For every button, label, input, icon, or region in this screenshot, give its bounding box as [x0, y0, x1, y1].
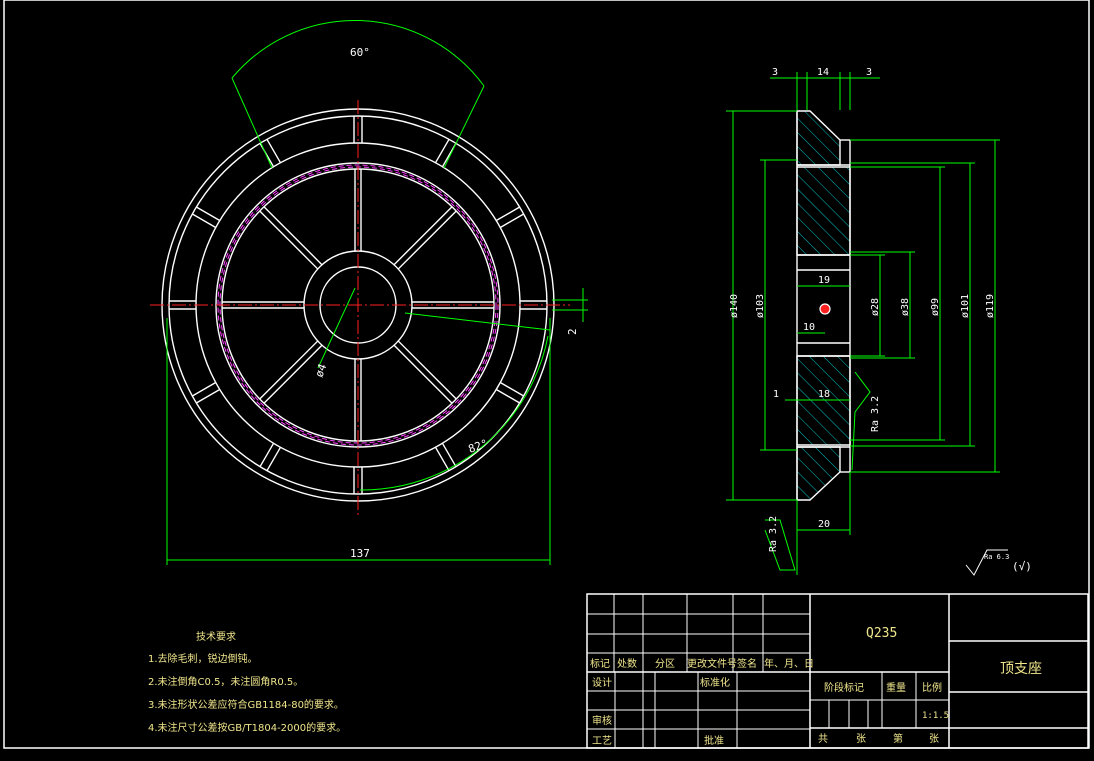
- stage-mark-label: 阶段标记: [824, 681, 864, 694]
- process-label: 工艺: [592, 735, 612, 747]
- spoke-edge: [263, 344, 323, 404]
- dim-3-left: 3: [772, 67, 778, 78]
- tech-req-item-2: 2.未注倒角C0.5，未注圆角R0.5。: [148, 677, 304, 688]
- section-dimensions: [726, 72, 1000, 575]
- roughness-symbol: [965, 549, 1008, 576]
- weight-label: 重量: [886, 681, 906, 694]
- rim-slot-edge: [495, 206, 521, 222]
- rev-h-sign: 签名: [737, 657, 757, 670]
- design-label: 设计: [592, 676, 612, 689]
- dim-20: 20: [818, 519, 830, 530]
- tech-req-item-1: 1.去除毛刺，锐边倒钝。: [148, 654, 258, 665]
- approve-label: 批准: [704, 734, 724, 747]
- tech-requirements: 技术要求 1.去除毛刺，锐边倒钝。 2.未注倒角C0.5，未注圆角R0.5。 3…: [148, 628, 346, 742]
- tech-req-item-3: 3.未注形状公差应符合GB1184-80的要求。: [148, 700, 344, 711]
- rim-slot-edge: [499, 213, 525, 229]
- dia-38: ø38: [900, 298, 911, 316]
- title-block-grid: [586, 593, 1089, 749]
- width-137-label: 137: [350, 547, 370, 560]
- ra-right-label: Ra 3.2: [870, 396, 881, 432]
- spoke-edge: [259, 340, 319, 400]
- rim-slot-edge: [434, 446, 450, 472]
- rim-slot-edge: [266, 138, 282, 164]
- scale-value: 1:1.5: [922, 711, 949, 721]
- rim-slot-edge: [499, 381, 525, 397]
- dia-99: ø99: [930, 298, 941, 316]
- rim-slot-edge: [195, 206, 221, 222]
- roughness-value: Ra 6.3: [984, 553, 1009, 561]
- spoke-edge: [393, 344, 453, 404]
- rev-h-zone: 分区: [655, 658, 675, 670]
- dia-28: ø28: [870, 298, 881, 316]
- review-label: 审核: [592, 714, 612, 727]
- sheet-border: [3, 0, 1090, 749]
- rev-h-date: 年、月、日: [764, 657, 814, 670]
- dim-14: 14: [817, 67, 829, 78]
- sheet-total-unit: 张: [856, 733, 866, 745]
- angle-82-label: 82°: [467, 437, 490, 456]
- rev-h-count: 处数: [617, 657, 637, 670]
- rim-slot-edge: [441, 442, 457, 468]
- part-name: 顶支座: [1000, 661, 1042, 677]
- rim-slot-edge: [191, 213, 217, 229]
- centerlines: [150, 100, 570, 515]
- front-dimensions: [166, 20, 588, 565]
- material-label: Q235: [866, 626, 897, 641]
- angle-60-label: 60°: [350, 46, 370, 59]
- tech-requirements-title: 技术要求: [196, 632, 236, 643]
- standardize-label: 标准化: [700, 676, 730, 689]
- sheet-total: 共: [818, 733, 828, 745]
- dim-18: 18: [818, 389, 830, 400]
- dia-140: ø140: [729, 294, 740, 318]
- tech-req-item-4: 4.未注尺寸公差按GB/T1804-2000的要求。: [148, 723, 347, 734]
- dia-4-label: ø4: [313, 362, 330, 379]
- roughness-paren: (√): [1012, 560, 1032, 573]
- rev-h-mark: 标记: [590, 658, 610, 670]
- sheet-no-unit: 张: [929, 733, 939, 745]
- spoke-edge: [263, 206, 323, 266]
- scale-label: 比例: [922, 681, 942, 694]
- gap-2-label: 2: [566, 328, 579, 335]
- rim-slot-edge: [259, 442, 275, 468]
- dia-103: ø103: [755, 294, 766, 318]
- spoke-edge: [393, 206, 453, 266]
- dim-10: 10: [803, 322, 815, 333]
- dia-119: ø119: [985, 294, 996, 318]
- sheet-no: 第: [893, 732, 903, 745]
- rim-slot-edge: [195, 388, 221, 404]
- spoke-edge: [259, 210, 319, 270]
- dim-3-right: 3: [866, 67, 872, 78]
- rim-slot-edge: [191, 381, 217, 397]
- rim-slot-edge: [434, 138, 450, 164]
- rim-slot-edge: [266, 446, 282, 472]
- spoke-edge: [397, 340, 457, 400]
- dia-101: ø101: [960, 294, 971, 318]
- ra-bottom-label: Ra 3.2: [768, 516, 779, 552]
- spoke-edge: [397, 210, 457, 270]
- section-view: [796, 110, 851, 501]
- rev-h-docno: 更改文件号: [687, 657, 737, 670]
- dim-19: 19: [818, 275, 830, 286]
- dim-1: 1: [773, 389, 779, 400]
- rim-slot-edge: [495, 388, 521, 404]
